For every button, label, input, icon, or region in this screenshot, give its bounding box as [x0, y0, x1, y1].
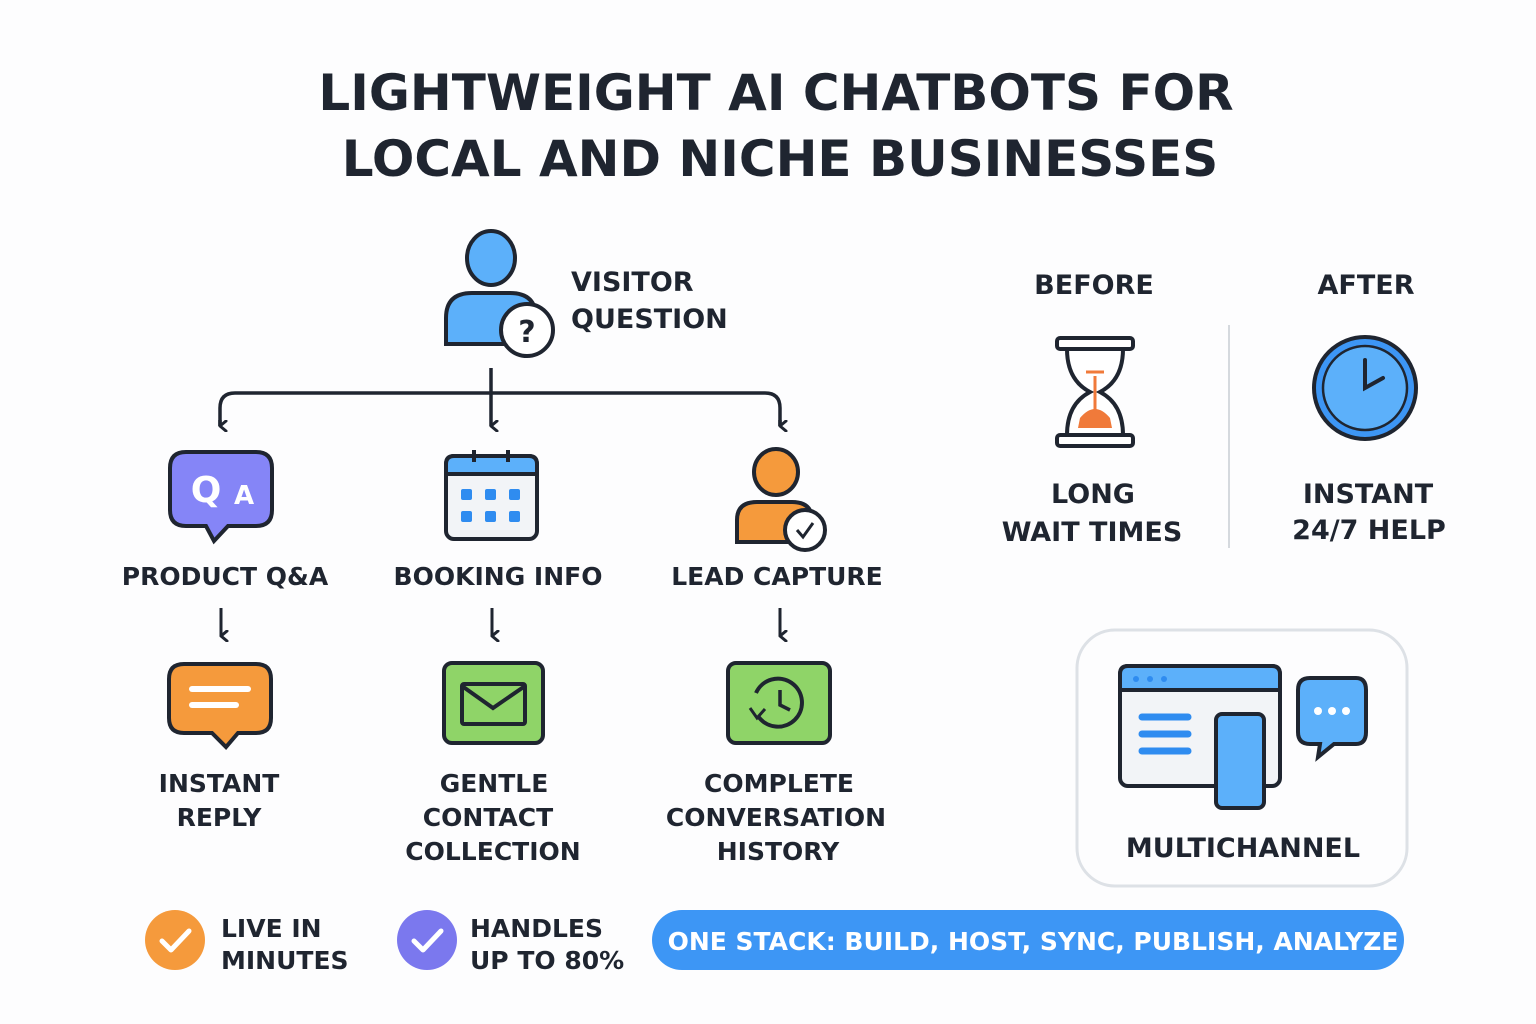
- gentle-contact-line-1: GENTLE: [440, 769, 549, 798]
- qa-bubble-icon: Q A: [168, 450, 274, 545]
- after-heading: AFTER: [1318, 270, 1415, 301]
- hourglass-icon: [1055, 336, 1135, 448]
- multichannel-icon: [1118, 664, 1368, 810]
- badge-handles-line-1: HANDLES: [470, 914, 603, 943]
- history-icon: [726, 661, 832, 745]
- after-line-1: INSTANT: [1303, 479, 1434, 510]
- svg-text:?: ?: [518, 315, 535, 350]
- user-check-icon: [735, 447, 827, 552]
- badge-live-line-2: MINUTES: [221, 946, 349, 975]
- one-stack-banner-text: ONE STACK: BUILD, HOST, SYNC, PUBLISH, A…: [668, 927, 1399, 956]
- before-heading: BEFORE: [1034, 270, 1154, 301]
- visitor-label-line-1: VISITOR: [571, 267, 694, 298]
- calendar-icon: [444, 450, 539, 541]
- lead-capture-label: LEAD CAPTURE: [671, 562, 883, 591]
- gentle-contact-line-2: CONTACT: [423, 803, 553, 832]
- instant-reply-line-1: INSTANT: [159, 769, 280, 798]
- live-in-minutes-check-icon: [145, 910, 205, 970]
- badge-handles-line-2: UP TO 80%: [470, 946, 624, 975]
- complete-history-line-2: CONVERSATION: [666, 803, 886, 832]
- title-line-1: LIGHTWEIGHT AI CHATBOTS FOR: [318, 64, 1233, 122]
- complete-history-line-1: COMPLETE: [704, 769, 854, 798]
- handles-check-icon: [397, 910, 457, 970]
- gentle-contact-line-3: COLLECTION: [405, 837, 580, 866]
- one-stack-banner: [652, 910, 1404, 970]
- visitor-question-icon: ?: [444, 229, 555, 358]
- product-qa-label: PRODUCT Q&A: [122, 562, 329, 591]
- before-line-1: LONG: [1051, 479, 1135, 510]
- multichannel-label: MULTICHANNEL: [1126, 833, 1360, 864]
- svg-text:A: A: [234, 481, 254, 511]
- envelope-icon: [442, 661, 545, 745]
- visitor-label-line-2: QUESTION: [571, 304, 728, 335]
- booking-info-label: BOOKING INFO: [394, 562, 603, 591]
- complete-history-line-3: HISTORY: [717, 837, 840, 866]
- title-line-2: LOCAL AND NICHE BUSINESSES: [342, 130, 1219, 188]
- branch-connector: [218, 368, 780, 426]
- svg-text:Q: Q: [191, 470, 222, 511]
- before-line-2: WAIT TIMES: [1002, 517, 1183, 548]
- clock-icon: [1312, 335, 1418, 441]
- badge-live-line-1: LIVE IN: [221, 914, 322, 943]
- message-icon: [167, 662, 273, 750]
- instant-reply-line-2: REPLY: [177, 803, 263, 832]
- after-line-2: 24/7 HELP: [1292, 515, 1446, 546]
